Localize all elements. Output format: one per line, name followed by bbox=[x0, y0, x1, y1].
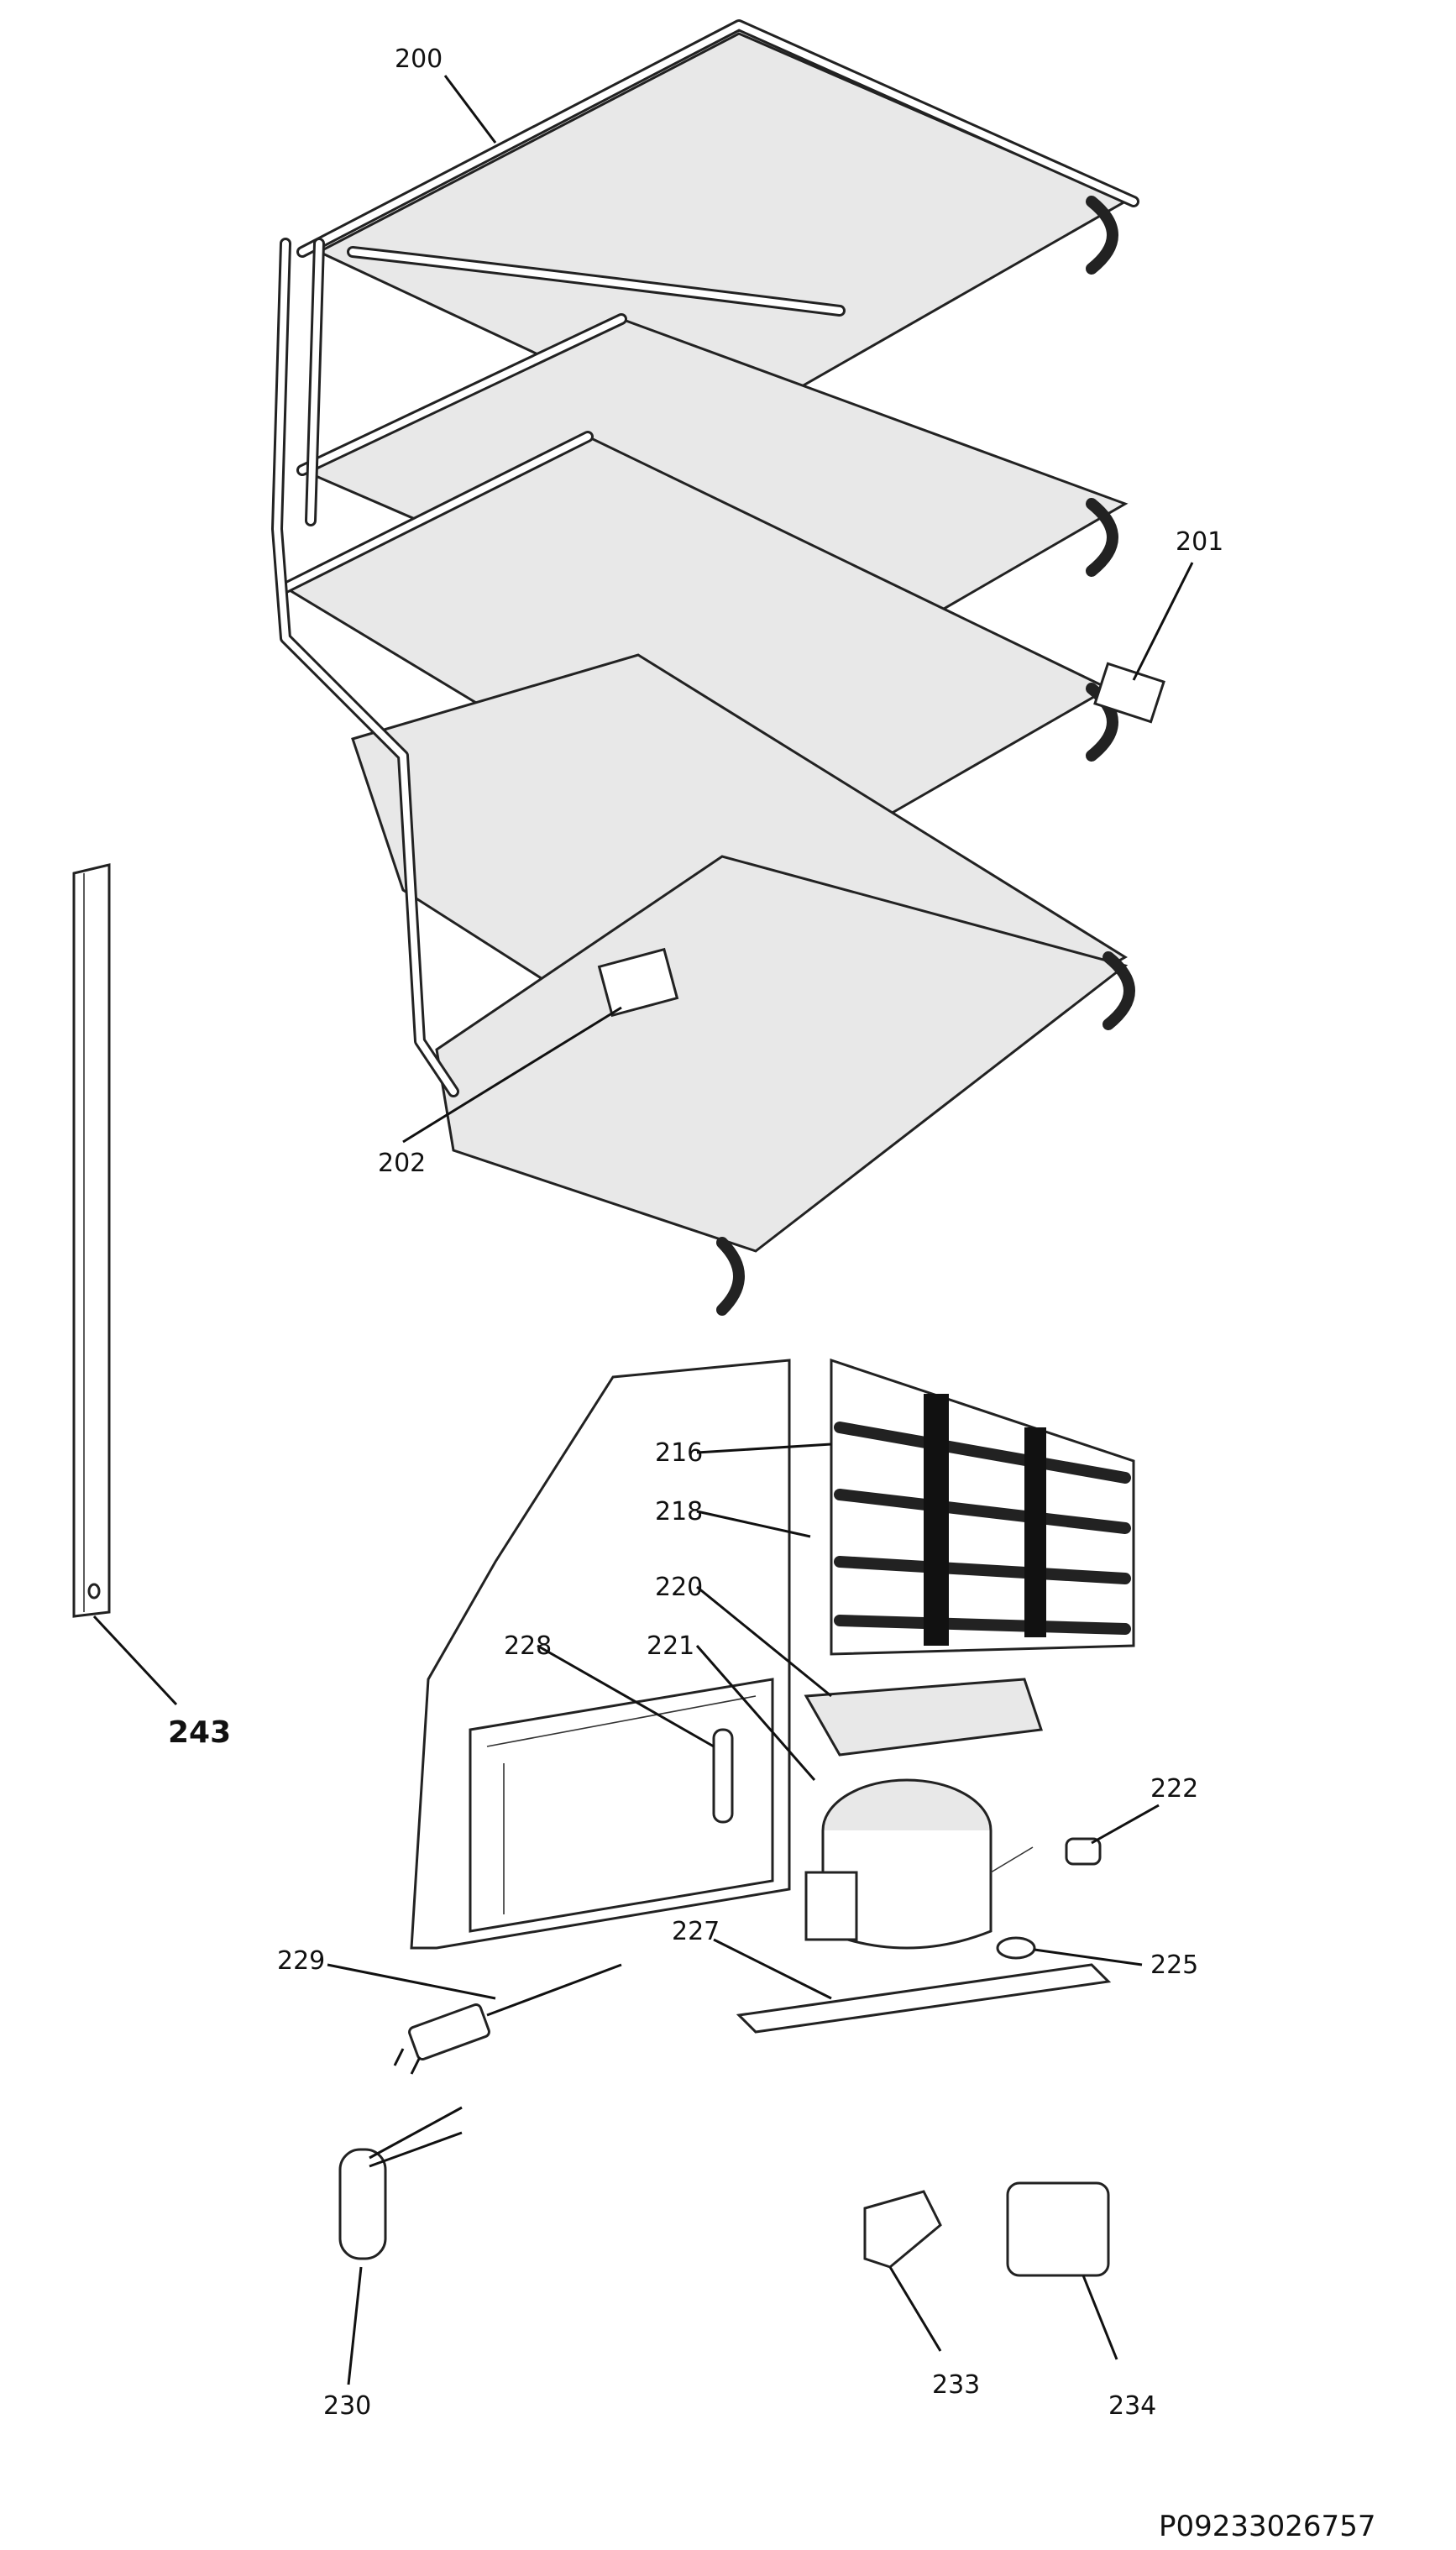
label-234: 234 bbox=[1108, 2391, 1156, 2421]
power-cord-229 bbox=[393, 1963, 622, 2075]
base-plate-227 bbox=[736, 1963, 1112, 2034]
compressor bbox=[804, 1778, 1034, 1950]
grommet-225 bbox=[996, 1936, 1036, 1960]
grommet-222 bbox=[1065, 1837, 1102, 1866]
label-216: 216 bbox=[655, 1438, 703, 1468]
label-229: 229 bbox=[277, 1946, 325, 1976]
label-225: 225 bbox=[1150, 1950, 1198, 1980]
label-227: 227 bbox=[672, 1917, 720, 1946]
drip-tray-220 bbox=[804, 1678, 1044, 1757]
relay-234 bbox=[1006, 2181, 1110, 2277]
capacitor-230 bbox=[338, 2106, 463, 2260]
cabinet-back bbox=[410, 1359, 791, 1950]
side-bar-243 bbox=[72, 863, 111, 1618]
cover-233 bbox=[863, 2190, 942, 2269]
drawing-code: P09233026757 bbox=[1159, 2510, 1375, 2543]
label-221: 221 bbox=[647, 1631, 694, 1661]
drier-228 bbox=[712, 1728, 734, 1824]
condenser-216 bbox=[830, 1358, 1135, 1656]
label-201: 201 bbox=[1176, 527, 1223, 557]
label-220: 220 bbox=[655, 1573, 703, 1602]
evaporator-shelves bbox=[271, 19, 1165, 1316]
label-200: 200 bbox=[395, 45, 443, 74]
label-222: 222 bbox=[1150, 1774, 1198, 1804]
label-230: 230 bbox=[323, 2391, 371, 2421]
label-218: 218 bbox=[655, 1497, 703, 1526]
label-202: 202 bbox=[378, 1149, 426, 1178]
label-243: 243 bbox=[168, 1715, 231, 1750]
label-233: 233 bbox=[932, 2370, 980, 2400]
label-228: 228 bbox=[504, 1631, 552, 1661]
